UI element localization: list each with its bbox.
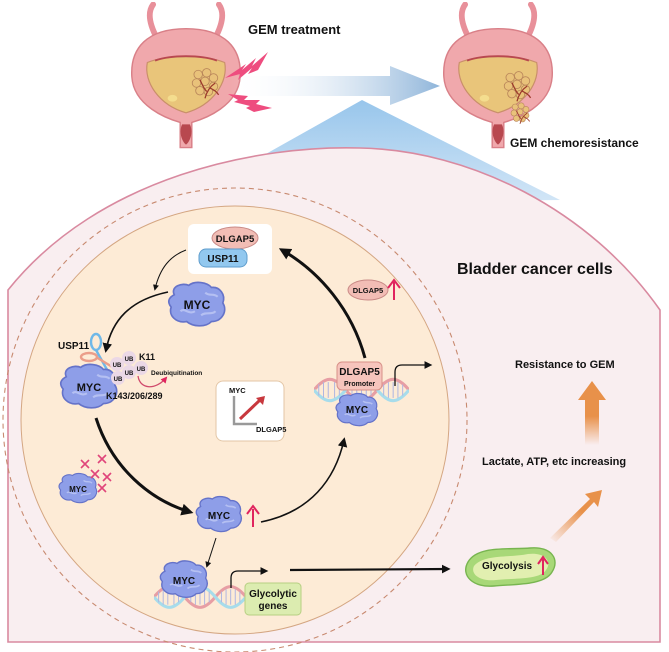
- correlation-y-label: MYC: [229, 386, 246, 395]
- gem-treatment-label: GEM treatment: [248, 22, 341, 37]
- ub-label: UB: [137, 367, 146, 373]
- glycolytic-genes-box: [244, 582, 302, 616]
- mitochondrion-icon: [465, 547, 556, 587]
- deubiquitination-arrow: [137, 375, 168, 388]
- dlgap5-promoter-box: [336, 361, 383, 391]
- myc-free-label: MYC: [184, 298, 211, 312]
- myc-glyco-label: MYC: [173, 576, 195, 587]
- glycolytic-genes-label-2: genes: [259, 601, 288, 612]
- arrow-myc-to-glyco: [205, 537, 217, 568]
- ub-label: UB: [125, 371, 134, 377]
- trend-arrowhead-icon: [256, 396, 265, 405]
- myc-promoter-label: MYC: [346, 405, 368, 416]
- progression-arrow: [230, 66, 440, 105]
- k11-label: K11: [139, 352, 155, 362]
- arrow-to-glycolysis: [289, 564, 451, 574]
- deubiquitination-label: Deubiquitination: [151, 370, 202, 377]
- degradation-cross-icons: [80, 454, 112, 493]
- bladder-before-icon: [132, 5, 241, 148]
- dlgap5-usp11-complex: DLGAP5 USP11: [188, 224, 272, 274]
- dlgap5-upregulated-icon: [347, 279, 389, 301]
- nuclear-envelope-outer: [2, 187, 468, 652]
- usp11-protein: [198, 248, 248, 268]
- metabolites-label: Lactate, ATP, etc increasing: [482, 456, 626, 468]
- up-arrow-icon: [387, 278, 401, 300]
- arrow-stabilized-myc: [94, 417, 194, 516]
- usp11-scissor-label: USP11: [58, 341, 90, 352]
- ubiquitin-chain: UB UB UB UB UB: [110, 351, 148, 385]
- usp11-label: USP11: [207, 254, 239, 265]
- gem-chemoresistance-label: GEM chemoresistance: [510, 136, 639, 150]
- cell-title: Bladder cancer cells: [457, 261, 613, 278]
- up-arrow-icon: [537, 555, 549, 575]
- promoter-gene-label: DLGAP5: [339, 367, 380, 378]
- myc-up-label: MYC: [208, 511, 230, 522]
- arrow-myc-to-promoter: [260, 437, 348, 523]
- dlgap5-up-label: DLGAP5: [353, 286, 383, 295]
- glycolysis-label: Glycolysis: [482, 561, 532, 572]
- myc-degraded-label: MYC: [69, 485, 87, 494]
- myc-bound-label: MYC: [77, 382, 102, 394]
- ub-label: UB: [125, 357, 134, 363]
- orange-up-arrow: [578, 381, 606, 445]
- correlation-axes: [232, 396, 257, 426]
- transcription-arrow: [230, 567, 269, 588]
- arrow-myc-to-usp11: [102, 291, 169, 353]
- dlgap5-label: DLGAP5: [216, 234, 255, 245]
- arrow-complex-to-myc: [153, 249, 187, 291]
- up-arrow-icon: [246, 504, 260, 527]
- orange-diagonal-arrow: [550, 490, 602, 542]
- arrow-promoter-to-complex: [278, 248, 367, 359]
- glycolytic-genes-label-1: Glycolytic: [249, 589, 297, 600]
- lysine-sites-label: K143/206/289: [106, 391, 163, 401]
- promoter-label: Promoter: [344, 381, 375, 388]
- ub-label: UB: [114, 377, 123, 383]
- correlation-x-label: DLGAP5: [256, 425, 286, 434]
- resistance-label: Resistance to GEM: [515, 359, 615, 371]
- transcription-arrow: [394, 361, 433, 386]
- correlation-trend-arrow: [238, 398, 262, 421]
- ub-label: UB: [113, 363, 122, 369]
- correlation-box: MYC DLGAP5: [215, 380, 286, 442]
- bladder-after-icon: [444, 5, 553, 148]
- lightning-icon: [225, 52, 272, 112]
